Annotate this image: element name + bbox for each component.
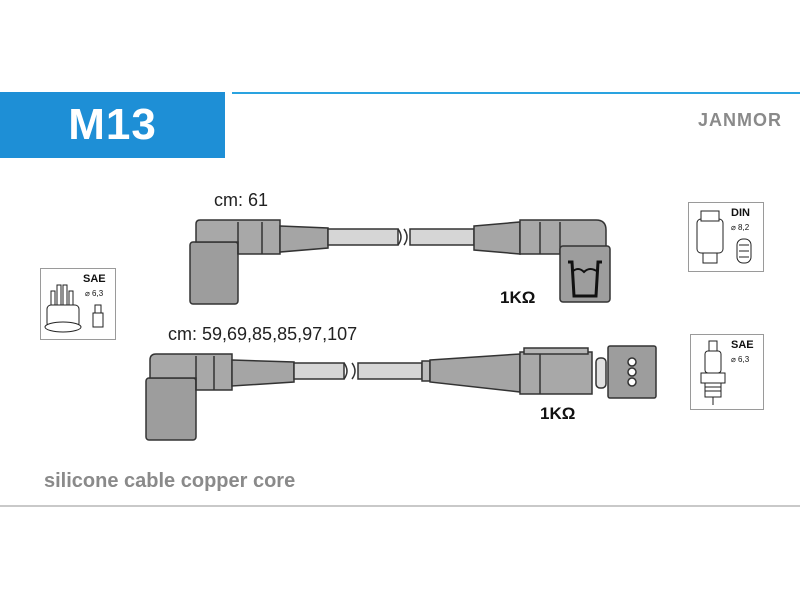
bottom-wire-right (357, 362, 423, 380)
spark-plug-diameter: ⌀ 6,3 (731, 355, 750, 364)
product-code: M13 (68, 100, 157, 149)
bottom-connector-body (519, 351, 593, 395)
bottom-left-boot (145, 377, 197, 441)
top-cable-length: cm: 61 (214, 190, 269, 210)
bottom-wire-left (293, 362, 345, 380)
top-left-boot (189, 241, 239, 305)
spark-plug-standard: SAE (731, 339, 754, 351)
top-wire-left (327, 228, 399, 246)
distributor-diameter: ⌀ 6,3 (85, 289, 104, 298)
bottom-left-boot-arm (149, 353, 233, 391)
spark-plug-icon (700, 340, 726, 405)
ignition-coil-icon (696, 210, 752, 264)
code-badge (0, 92, 225, 158)
bottom-cable-resistor: 1KΩ (540, 404, 576, 423)
spark-plug-standard-box: SAE ⌀ 6,3 (690, 334, 764, 410)
cable-description: silicone cable copper core (44, 470, 296, 492)
distributor-standard-box: SAE ⌀ 6,3 (40, 268, 116, 340)
top-cable-resistor: 1KΩ (500, 288, 536, 307)
top-cable (189, 219, 611, 305)
bottom-left-sleeve (231, 359, 295, 387)
coil-standard: DIN (731, 207, 750, 219)
top-right-boot (559, 245, 611, 303)
coil-diameter: ⌀ 8,2 (731, 223, 750, 232)
bottom-cable (145, 345, 657, 441)
footer-rule (0, 505, 800, 507)
bottom-cable-length: cm: 59,69,85,85,97,107 (168, 324, 358, 344)
top-left-sleeve (279, 225, 329, 253)
brand-name: JANMOR (697, 110, 782, 130)
coil-standard-box: DIN ⌀ 8,2 (688, 202, 764, 272)
distributor-cap-icon (44, 284, 104, 333)
top-right-sleeve (473, 221, 521, 255)
bottom-right-sleeve (429, 353, 521, 393)
distributor-standard: SAE (83, 273, 106, 285)
header-rule (232, 92, 800, 94)
top-wire-right (409, 228, 475, 246)
